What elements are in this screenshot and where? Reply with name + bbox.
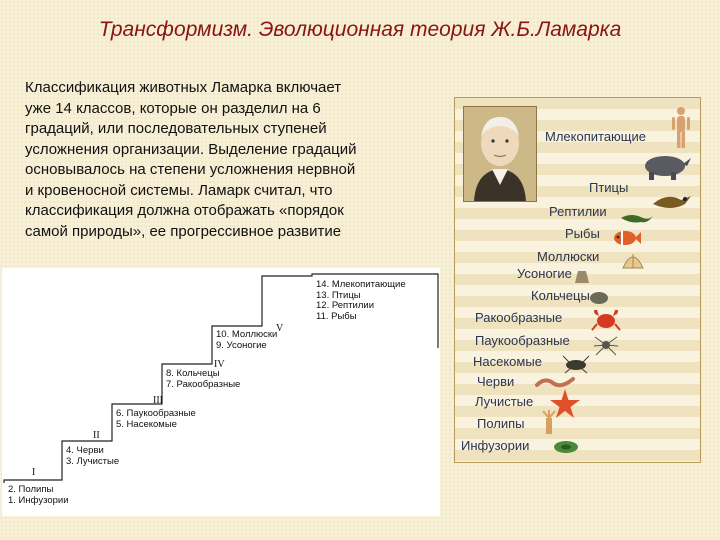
gradation-roman-3: III (153, 395, 163, 406)
class-label: 5. Насекомые (116, 418, 177, 430)
intro-line: градаций, или последовательных ступеней (25, 120, 327, 137)
class-label: 9. Усоногие (216, 339, 267, 351)
gradation-roman-2: II (93, 430, 100, 441)
panel-label: Усоногие (517, 266, 572, 281)
panel-label: Ракообразные (475, 310, 563, 325)
panel-label: Моллюски (537, 249, 600, 264)
staircase-lines (3, 273, 439, 483)
starfish-icon (550, 389, 580, 418)
class-label: 13. Птицы (316, 289, 361, 301)
lamarck-portrait-image (463, 106, 537, 202)
spider-icon (593, 336, 619, 356)
slide-title: Трансформизм. Эволюционная теория Ж.Б.Ла… (98, 18, 622, 41)
class-label: 11. Рыбы (316, 310, 357, 322)
panel-label: Птицы (589, 180, 629, 195)
polyp-icon (542, 410, 556, 434)
bird-icon (653, 196, 691, 208)
infusoria-icon (554, 441, 578, 453)
class-label: 14. Млекопитающие (316, 279, 406, 290)
staircase-level-5: 10. Моллюски 9. Усоногие (216, 329, 278, 351)
intro-line: самой природы», ее прогрессивное развити… (25, 222, 342, 240)
gradation-roman-5: V (276, 323, 284, 334)
barnacle-icon (575, 271, 589, 283)
panel-label: Кольчецы (531, 288, 590, 303)
panel-label: Паукообразные (475, 333, 570, 348)
staircase-level-3: 6. Паукообразные 5. Насекомые (116, 408, 196, 430)
panel-label: Рептилии (549, 204, 607, 219)
class-label: 12. Рептилии (316, 300, 375, 311)
panel-label: Черви (477, 374, 515, 389)
class-label: 8. Кольчецы (166, 368, 220, 379)
gradation-roman-1: I (32, 467, 36, 478)
intro-line: уже 14 классов, которые он разделил на 6 (25, 99, 321, 117)
crab-icon (591, 309, 621, 331)
intro-line: и кровеносной системы. Ламарк считал, чт… (25, 181, 333, 199)
class-label: 4. Черви (66, 445, 104, 456)
lamarck-illustration: Млекопитающие Птицы Рептилии Рыбы Моллюс… (454, 97, 701, 463)
intro-paragraph: Классификация животных Ламарка включает … (25, 78, 445, 242)
staircase-level-2: 4. Черви 3. Лучистые (66, 445, 120, 467)
staircase-level-6: 14. Млекопитающие 13. Птицы 12. Рептилии… (316, 279, 406, 322)
staircase-level-4: 8. Кольчецы 7. Ракообразные (166, 368, 241, 390)
human-icon (672, 107, 690, 148)
class-label: 3. Лучистые (66, 455, 120, 467)
staircase-level-1: 2. Полипы 1. Инфузории (8, 484, 69, 506)
panel-label: Млекопитающие (545, 129, 646, 144)
class-label: 6. Паукообразные (116, 408, 196, 419)
intro-line: Классификация животных Ламарка включает (25, 79, 342, 96)
intro-line: усложнения организации. Выделение градац… (25, 140, 357, 158)
panel-label: Рыбы (565, 226, 600, 241)
panel-label: Лучистые (475, 394, 534, 409)
shell-icon (622, 254, 644, 269)
insect-icon (562, 355, 590, 374)
lizard-icon (621, 215, 653, 223)
fish-icon (614, 231, 641, 245)
class-label: 7. Ракообразные (166, 378, 241, 390)
worm-icon (535, 377, 575, 388)
panel-label: Инфузории (461, 438, 530, 453)
intro-line: классификация должна отображать «порядок (25, 202, 344, 219)
gradation-roman-4: IV (214, 359, 225, 370)
gradation-staircase: I II III IV V 2. Полипы 1. Инфузории 4. … (2, 268, 440, 516)
intro-line: основывалось на степени усложнения нервн… (25, 161, 356, 178)
rhino-icon (645, 156, 691, 180)
class-label: 10. Моллюски (216, 329, 278, 340)
panel-label: Полипы (477, 416, 525, 431)
panel-label: Насекомые (473, 354, 542, 369)
class-label: 2. Полипы (8, 484, 54, 495)
class-label: 1. Инфузории (8, 494, 69, 506)
portrait-icon (464, 107, 536, 201)
annelid-icon (590, 292, 608, 304)
